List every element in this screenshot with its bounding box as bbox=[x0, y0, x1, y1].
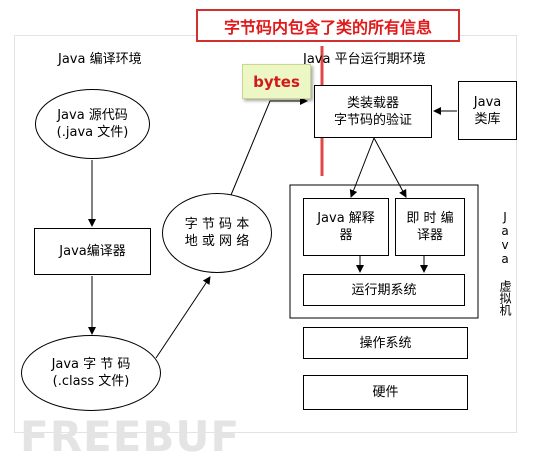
freebuf-watermark: FREEBUF bbox=[20, 412, 241, 461]
jvm-container bbox=[289, 184, 479, 319]
bytecode-local-network-node: 字 节 码 本 地 或 网 络 bbox=[162, 193, 272, 273]
bytes-callout: bytes bbox=[242, 64, 311, 99]
arrow-network-to-loader bbox=[230, 97, 308, 196]
jvm-label: Java 虚拟机 bbox=[498, 210, 512, 316]
java-source-node: Java 源代码 (.java 文件) bbox=[35, 89, 150, 159]
section-label-runtime: Java 平台运行期环境 bbox=[303, 52, 426, 67]
class-loader-node: 类装载器 字节码的验证 bbox=[314, 85, 432, 138]
banner-note: 字节码内包含了类的所有信息 bbox=[196, 9, 460, 42]
arrow-loader-to-interpreter bbox=[349, 137, 375, 198]
java-bytecode-node: Java 字 节 码 (.class 文件) bbox=[21, 335, 161, 411]
operating-system-node: 操作系统 bbox=[303, 327, 468, 359]
section-label-compile: Java 编译环境 bbox=[58, 52, 142, 67]
jit-compiler-node: 即 时 编 译器 bbox=[395, 198, 465, 256]
java-interpreter-node: Java 解释 器 bbox=[303, 198, 389, 256]
arrow-loader-to-jit bbox=[373, 137, 407, 198]
java-compiler-node: Java编译器 bbox=[34, 228, 151, 275]
hardware-node: 硬件 bbox=[303, 375, 468, 410]
arrow-bytecode-to-network bbox=[155, 276, 211, 359]
runtime-system-node: 运行期系统 bbox=[303, 274, 465, 306]
java-class-library-node: Java 类库 bbox=[458, 81, 517, 140]
